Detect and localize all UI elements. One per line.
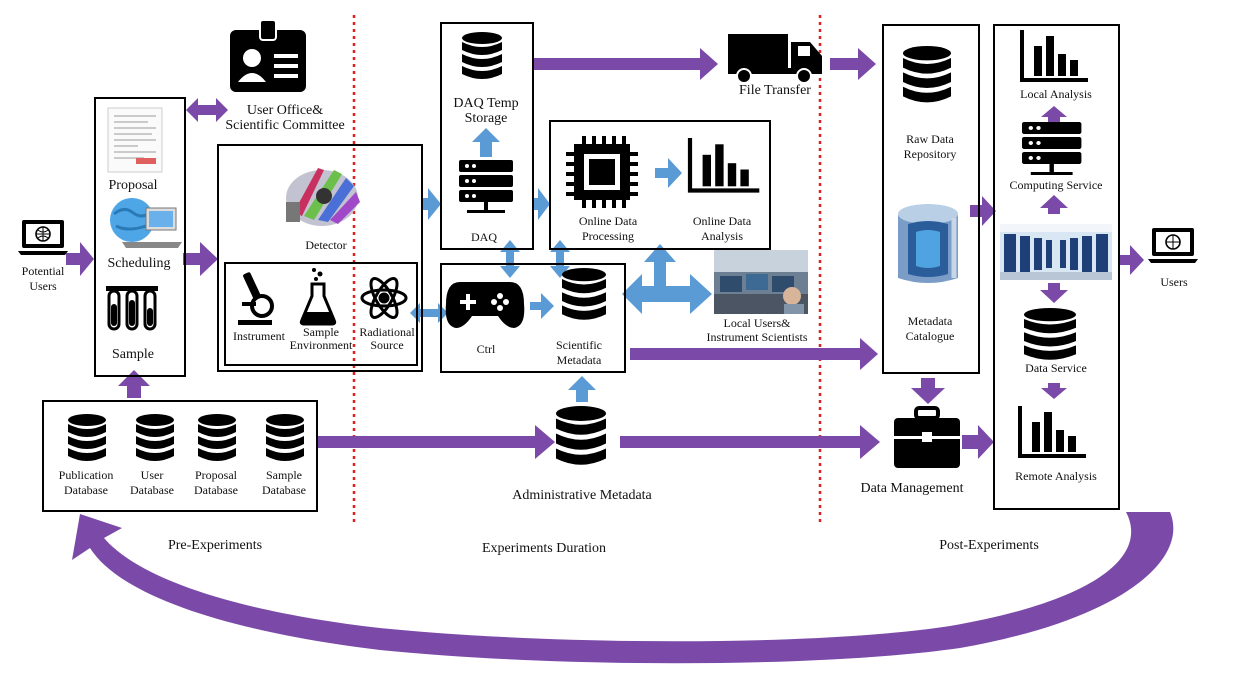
microscope-icon	[238, 272, 274, 325]
label-users: Users	[1160, 275, 1188, 289]
label-daq-temp-storage: DAQ Temp Storage	[440, 96, 532, 126]
flask-icon	[299, 268, 337, 326]
local-users-line1: Local Users&	[723, 316, 791, 330]
radiational-source-line2: Source	[370, 338, 404, 352]
user-db-line2: Database	[130, 483, 174, 497]
raw-data-line1: Raw Data	[906, 132, 954, 146]
truck-icon	[728, 34, 822, 84]
daq-temp-line1: DAQ Temp	[453, 96, 519, 111]
user-office-line2: Scientific Committee	[225, 118, 345, 133]
label-remote-analysis: Remote Analysis	[1015, 469, 1097, 483]
label-data-service: Data Service	[1025, 361, 1087, 375]
label-detector: Detector	[305, 238, 347, 252]
pre-experiment-box	[94, 97, 186, 377]
analysis-services-box	[993, 24, 1120, 510]
control-metadata-box	[440, 263, 626, 373]
label-post-experiments: Post-Experiments	[939, 538, 1039, 553]
label-sample: Sample	[112, 347, 154, 362]
globe-computer-icon	[110, 198, 182, 248]
label-instrument: Instrument	[233, 329, 285, 343]
sample-environment-line2: Environment	[289, 338, 353, 352]
label-data-management: Data Management	[860, 481, 964, 496]
repository-catalogue-box	[882, 24, 980, 374]
label-potential-users: Potential Users	[10, 264, 76, 294]
label-file-transfer: File Transfer	[739, 83, 811, 98]
label-radiational-source: Radiational Source	[354, 326, 420, 352]
database-icon	[556, 406, 606, 465]
briefcase-icon	[894, 406, 960, 468]
label-user-office: User Office& Scientific Committee	[200, 103, 370, 133]
laptop-icon	[1148, 228, 1198, 263]
databases-box	[42, 400, 318, 512]
instrument-environment-box	[224, 262, 418, 366]
cylinder-storage-icon	[898, 204, 958, 283]
label-metadata-catalogue: Metadata Catalogue	[884, 314, 976, 344]
label-user-database: User Database	[120, 468, 184, 498]
user-office-line1: User Office&	[246, 103, 324, 118]
purple-arrows	[66, 48, 1174, 664]
local-users-line2: Instrument Scientists	[706, 330, 808, 344]
test-tubes-icon	[106, 286, 158, 331]
raw-data-line2: Repository	[903, 147, 957, 161]
daq-temp-line2: Storage	[464, 111, 508, 126]
metadata-catalogue-line1: Metadata	[907, 314, 953, 328]
id-badge-icon	[230, 19, 306, 92]
experiment-setup-box	[217, 144, 423, 372]
detector-image	[286, 168, 360, 226]
label-local-users: Local Users& Instrument Scientists	[692, 316, 822, 344]
label-sample-database: Sample Database	[250, 468, 318, 498]
sample-db-line2: Database	[262, 483, 306, 497]
label-scheduling: Scheduling	[107, 256, 171, 271]
online-processing-box	[549, 120, 771, 250]
publication-db-line2: Database	[64, 483, 108, 497]
label-local-analysis: Local Analysis	[1020, 87, 1092, 101]
online-processing-line2: Processing	[582, 229, 634, 243]
daq-box	[440, 22, 534, 250]
radiational-source-line1: Radiational	[359, 325, 415, 339]
user-db-line1: User	[140, 468, 164, 482]
label-proposal-database: Proposal Database	[182, 468, 250, 498]
publication-db-line1: Publication	[58, 468, 114, 482]
label-administrative-metadata: Administrative Metadata	[512, 488, 652, 503]
label-online-data-analysis: Online Data Analysis	[676, 214, 768, 244]
scientific-metadata-line1: Scientific	[556, 338, 602, 352]
online-analysis-line2: Analysis	[701, 229, 743, 243]
label-ctrl: Ctrl	[476, 342, 496, 356]
label-scientific-metadata: Scientific Metadata	[544, 338, 614, 368]
photo-control-room	[714, 250, 808, 314]
label-computing-service: Computing Service	[1009, 178, 1103, 192]
document-icon	[107, 107, 163, 173]
laptop-icon	[18, 220, 68, 255]
label-sample-environment: Sample Environment	[284, 326, 358, 352]
sample-db-line1: Sample	[266, 468, 302, 482]
potential-users-text: Potential Users	[21, 264, 65, 293]
label-online-data-processing: Online Data Processing	[562, 214, 654, 244]
atom-icon	[360, 277, 408, 319]
label-raw-data-repository: Raw Data Repository	[884, 132, 976, 162]
sample-environment-line1: Sample	[303, 325, 339, 339]
label-experiments-duration: Experiments Duration	[481, 541, 607, 556]
cpu-chip-icon	[566, 136, 638, 208]
online-analysis-line1: Online Data	[692, 214, 752, 228]
metadata-catalogue-line2: Catalogue	[905, 329, 955, 343]
online-processing-line1: Online Data	[578, 214, 638, 228]
proposal-db-line1: Proposal	[195, 468, 237, 482]
photo-supercomputer	[1000, 224, 1112, 280]
label-publication-database: Publication Database	[48, 468, 124, 498]
proposal-db-line2: Database	[194, 483, 238, 497]
label-daq: DAQ	[471, 230, 497, 244]
scientific-metadata-line2: Metadata	[556, 353, 602, 367]
gamepad-icon	[445, 282, 525, 328]
label-proposal: Proposal	[108, 178, 158, 193]
label-pre-experiments: Pre-Experiments	[167, 538, 263, 553]
